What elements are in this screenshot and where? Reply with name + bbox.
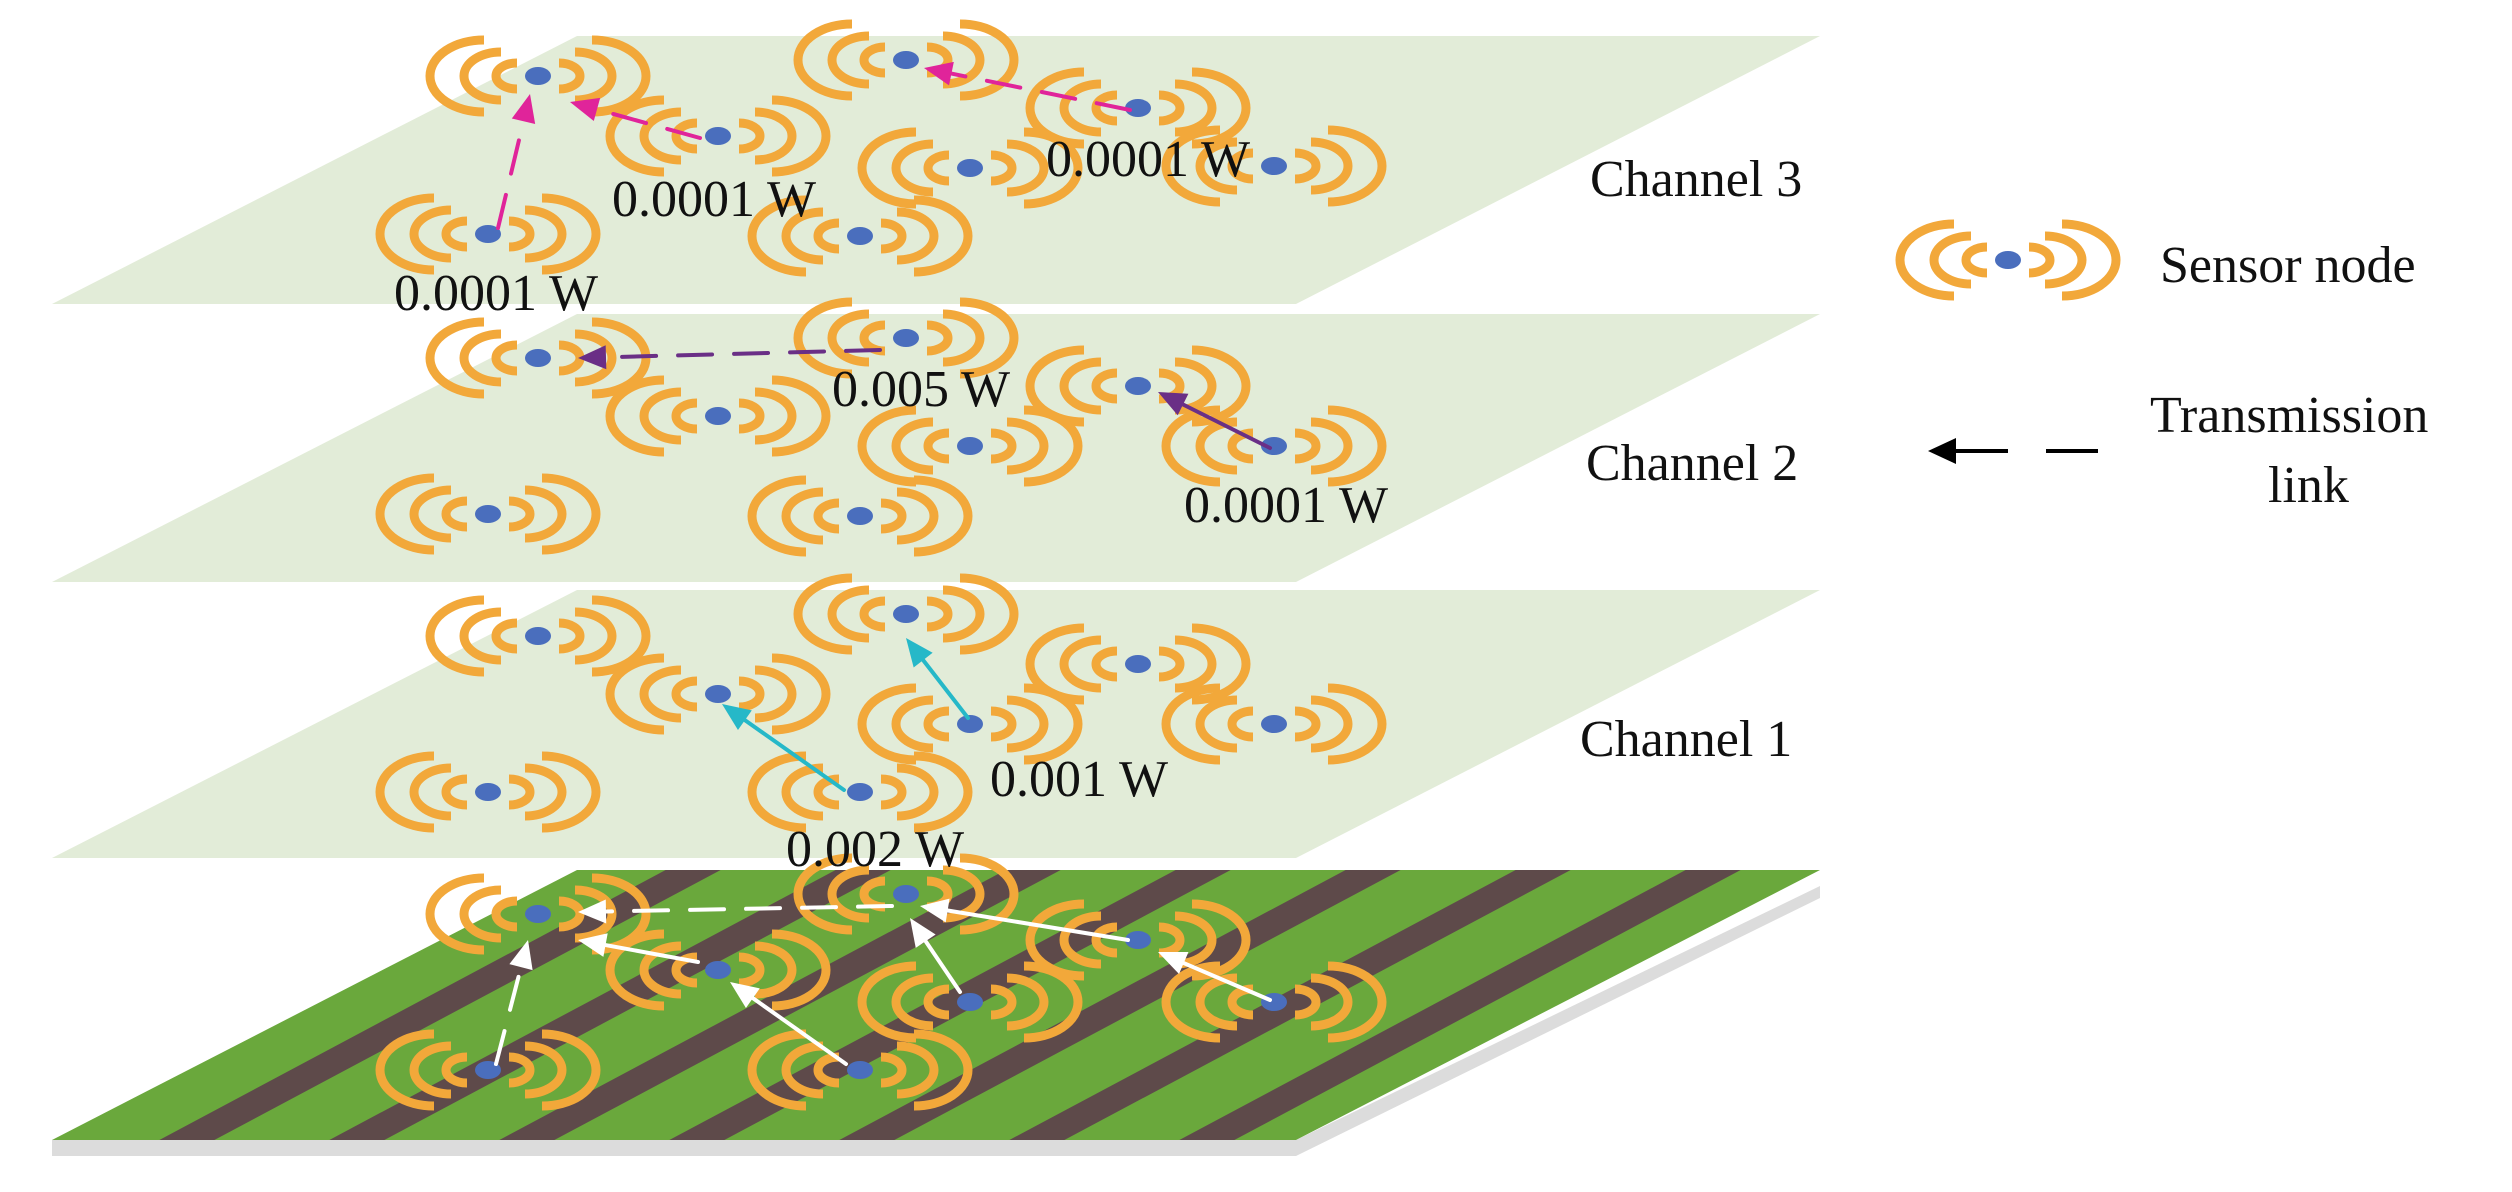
legend-sensor-node-label: Sensor node bbox=[2160, 237, 2416, 294]
transmission-link bbox=[578, 345, 882, 370]
transmission-link bbox=[496, 94, 536, 230]
transmission-link bbox=[494, 940, 533, 1066]
power-label-ch3-b: 0.0001 W bbox=[1046, 131, 1250, 188]
plane-label-channel2: Channel 2 bbox=[1586, 435, 1798, 492]
power-label-ch2-a: 0.005 W bbox=[832, 361, 1010, 418]
dashed-arrow-icon bbox=[1928, 438, 2098, 464]
transmission-link bbox=[570, 97, 702, 140]
ground-stripe bbox=[320, 870, 900, 1140]
transmission-link bbox=[920, 898, 1130, 942]
power-label-ch2-b: 0.0001 W bbox=[1184, 477, 1388, 534]
transmission-link bbox=[722, 704, 846, 792]
plane-label-channel1: Channel 1 bbox=[1580, 711, 1792, 768]
transmission-link bbox=[1158, 952, 1272, 1002]
power-label-ch3-a: 0.0001 W bbox=[612, 171, 816, 228]
sensor-node-icon bbox=[1900, 224, 2116, 296]
power-label-ch1-b: 0.002 W bbox=[786, 821, 964, 878]
ground-stripe bbox=[1000, 870, 1580, 1140]
transmission-link bbox=[578, 933, 700, 964]
legend-transmission-link-line2: link bbox=[2268, 457, 2349, 514]
transmission-link bbox=[578, 899, 894, 924]
transmission-link bbox=[924, 61, 1132, 112]
transmission-link bbox=[730, 982, 848, 1066]
transmission-link bbox=[1158, 392, 1272, 450]
legend-transmission-link-line1: Transmission bbox=[2150, 387, 2428, 444]
plane-label-channel3: Channel 3 bbox=[1590, 151, 1802, 208]
ground-stripe bbox=[830, 870, 1410, 1140]
transmission-link bbox=[906, 638, 970, 720]
power-label-ch1-a: 0.001 W bbox=[990, 751, 1168, 808]
transmission-link bbox=[910, 918, 962, 994]
power-label-ch3-c: 0.0001 W bbox=[394, 265, 598, 322]
transmission-links bbox=[494, 61, 1272, 1066]
legend: Sensor node Transmission link bbox=[1900, 224, 2428, 514]
ground-stripe bbox=[1170, 870, 1750, 1140]
